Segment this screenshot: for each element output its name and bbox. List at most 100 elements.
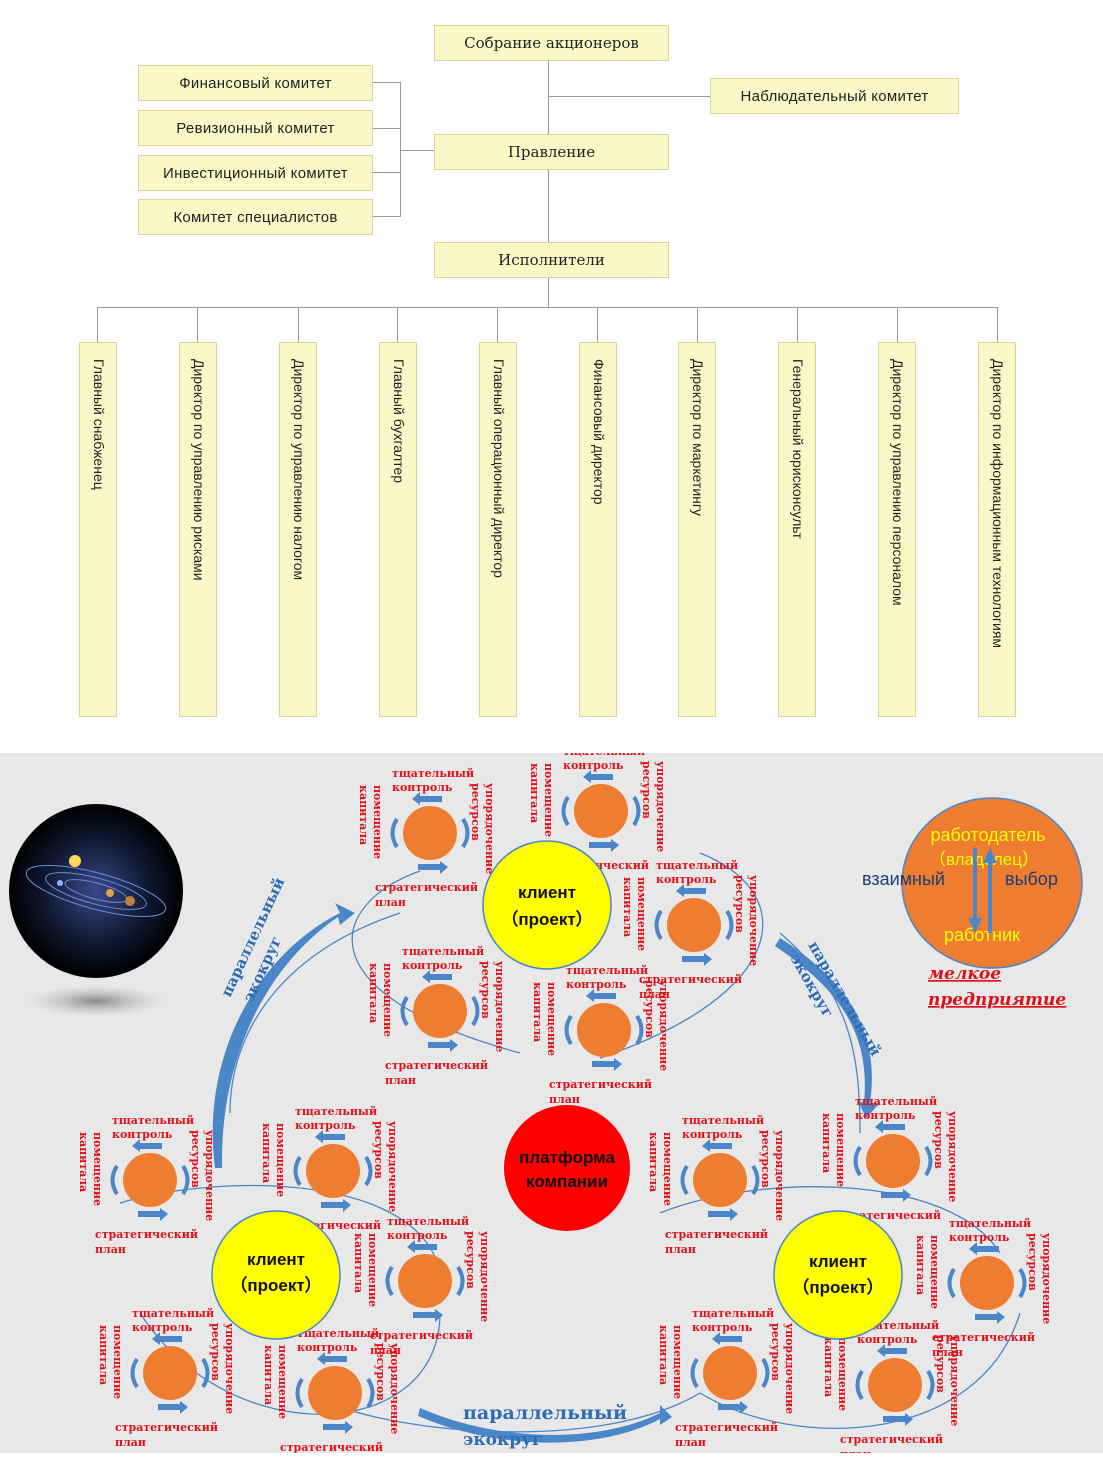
control-label: контроль	[387, 1229, 448, 1242]
resources-label: упорядочение	[783, 1323, 796, 1414]
curved-arrow-icon	[110, 1164, 119, 1196]
small-business-circle: работодатель （владелец） работник взаимны…	[862, 797, 1083, 969]
connector-line	[97, 307, 998, 308]
director-label: Генеральный юрисконсульт	[790, 359, 806, 539]
control-label: контроль	[857, 1333, 918, 1346]
client-circle-left: клиент （проект）	[211, 1210, 341, 1340]
resources-label: упорядочение	[478, 1231, 491, 1322]
connector-line	[197, 307, 198, 342]
executives-label: Исполнители	[498, 251, 605, 269]
shareholders-box: Собрание акционеров	[434, 25, 669, 61]
capital-label: помещение	[661, 1132, 674, 1206]
curved-arrow-icon	[385, 1265, 394, 1297]
resources-label: упорядочение	[747, 875, 760, 966]
resources-label: упорядочение	[203, 1130, 216, 1221]
right-arrow-icon	[718, 1401, 748, 1414]
resources-label: упорядочение	[1040, 1233, 1053, 1324]
director-label: Главный операционный директор	[491, 359, 507, 578]
down-arrow-icon	[968, 918, 982, 933]
control-label: тщательный	[563, 753, 645, 758]
plan-label: стратегический	[675, 1421, 778, 1434]
plan-label: стратегический	[549, 1078, 652, 1091]
client-circle-right: клиент （проект）	[773, 1210, 903, 1340]
finance-committee-box: Финансовый комитет	[138, 65, 373, 101]
capital-label: капитала	[352, 1233, 365, 1293]
employee-label: работник	[944, 925, 1020, 945]
cycle-node-circle	[123, 1153, 177, 1207]
capital-label: помещение	[671, 1325, 684, 1399]
curved-arrow-icon	[564, 1014, 573, 1046]
cycle-node-circle	[577, 1003, 631, 1057]
capital-label: помещение	[366, 1233, 379, 1307]
ecosystem-diagram: параллельный экокруг параллельный экокру…	[0, 753, 1103, 1453]
curved-arrow-icon	[295, 1377, 304, 1409]
connector-line	[372, 172, 401, 173]
capital-label: помещение	[834, 1113, 847, 1187]
control-label: контроль	[656, 873, 717, 886]
control-label: тщательный	[387, 1215, 469, 1228]
plan-label: план	[385, 1074, 416, 1087]
control-label: контроль	[132, 1321, 193, 1334]
cycle-node-circle	[868, 1358, 922, 1412]
platform-circle: платформа компании	[504, 1105, 630, 1231]
director-box: Генеральный юрисконсульт	[778, 342, 816, 717]
resources-label: ресурсов	[209, 1323, 222, 1381]
executives-box: Исполнители	[434, 242, 669, 278]
plan-label: план	[639, 988, 670, 1001]
curved-arrow-icon	[400, 995, 409, 1027]
cycle-node: тщательныйконтрольстратегическийпланупор…	[77, 1114, 216, 1256]
capital-label: помещение	[381, 963, 394, 1037]
investment-committee-box: Инвестиционный комитет	[138, 155, 373, 191]
curved-arrow-icon	[654, 909, 663, 941]
curved-arrow-icon	[635, 1014, 644, 1046]
director-box: Главный снабженец	[79, 342, 117, 717]
cycle-node-circle	[574, 784, 628, 838]
capital-label: капитала	[260, 1123, 273, 1183]
right-arrow-icon	[708, 1208, 738, 1221]
left-arrow-icon	[407, 1240, 437, 1253]
capital-label: помещение	[371, 785, 384, 859]
curved-arrow-icon	[680, 1164, 689, 1196]
curved-arrow-icon	[855, 1369, 864, 1401]
resources-label: ресурсов	[1026, 1233, 1039, 1291]
control-label: контроль	[682, 1128, 743, 1141]
employer-label: работодатель	[930, 825, 1045, 845]
resources-label: ресурсов	[640, 761, 653, 819]
cycle-node-circle	[703, 1346, 757, 1400]
resources-label: ресурсов	[189, 1130, 202, 1188]
mutual-label: взаимный	[862, 869, 945, 889]
curved-arrow-icon	[1018, 1267, 1027, 1299]
plan-label: стратегический	[639, 973, 742, 986]
left-arrow-icon	[317, 1352, 347, 1365]
right-arrow-icon	[321, 1199, 351, 1212]
capital-label: капитала	[621, 877, 634, 937]
director-label: Директор по информационным технологиям	[990, 359, 1006, 649]
resources-label: упорядочение	[948, 1335, 961, 1426]
connector-line	[298, 307, 299, 342]
control-label: контроль	[112, 1128, 173, 1141]
resources-label: ресурсов	[479, 961, 492, 1019]
control-label: тщательный	[392, 767, 474, 780]
director-box: Директор по маркетингу	[678, 342, 716, 717]
resources-label: ресурсов	[372, 1121, 385, 1179]
curved-arrow-icon	[390, 817, 399, 849]
capital-label: капитала	[822, 1337, 835, 1397]
connector-line	[548, 96, 710, 97]
curved-arrow-icon	[364, 1155, 373, 1187]
resources-label: ресурсов	[469, 783, 482, 841]
connector-line	[372, 82, 401, 83]
left-arrow-icon	[712, 1332, 742, 1345]
curved-arrow-icon	[461, 817, 470, 849]
control-label: тщательный	[295, 1105, 377, 1118]
curved-arrow-icon	[293, 1155, 302, 1187]
solar-system-image	[9, 804, 183, 1017]
right-arrow-icon	[158, 1401, 188, 1414]
curved-arrow-icon	[181, 1164, 190, 1196]
client-label: （проект）	[501, 909, 592, 929]
control-label: тщательный	[656, 859, 738, 872]
right-arrow-icon	[323, 1421, 353, 1434]
control-label: тщательный	[855, 1095, 937, 1108]
right-arrow-icon	[881, 1189, 911, 1202]
connector-line	[397, 307, 398, 342]
